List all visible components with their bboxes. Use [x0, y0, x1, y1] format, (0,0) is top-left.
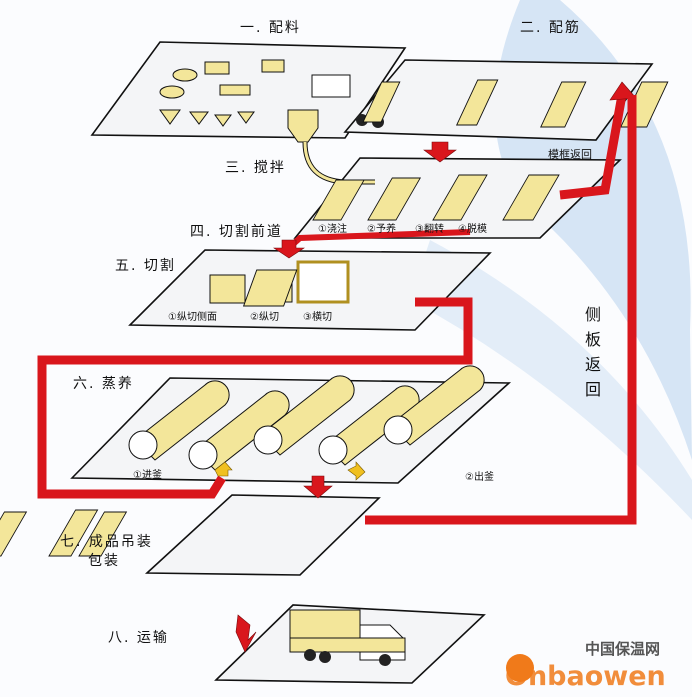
platform-packing — [144, 494, 381, 576]
step-pre-cutting-label: 四. 切割前道 — [190, 223, 283, 240]
svg-text:板: 板 — [585, 330, 603, 349]
arrow-curing-in — [214, 461, 233, 477]
svg-text:返: 返 — [585, 355, 603, 374]
autoclave-door — [318, 435, 348, 465]
sub-pour: ①浇注 — [318, 222, 347, 235]
logo-cn: 中国保温网 — [585, 640, 660, 658]
mold-return-label: 模框返回 — [548, 148, 592, 161]
autoclave-door — [253, 425, 283, 455]
autoclave-door — [128, 430, 158, 460]
step-packing-label: 七. 成品吊装 — [60, 534, 153, 550]
autoclave — [134, 380, 230, 461]
step-batching-label: 一. 配料 — [240, 20, 301, 36]
watermark-logo: 中国保温网 Onbaowen — [505, 640, 666, 692]
autoclave — [259, 375, 355, 456]
truck-icon — [289, 609, 406, 666]
sub-out: ②出釜 — [465, 470, 494, 483]
arrow-curing-out — [347, 461, 366, 481]
side-return-label: 侧 板 返 回 — [585, 305, 603, 399]
cutting-machines — [209, 260, 350, 307]
step-packing-label-2: 包装 — [88, 553, 120, 569]
autoclave — [194, 390, 290, 471]
side-plate-return-conveyor — [365, 95, 637, 525]
svg-text:侧: 侧 — [585, 305, 603, 324]
packed-products — [0, 509, 128, 557]
step-transport-label: 八. 运输 — [108, 630, 169, 646]
arrow-to-cutting — [273, 239, 305, 259]
autoclave — [389, 365, 485, 446]
arrow-to-transport — [235, 614, 257, 653]
sub-precure: ②予养 — [367, 222, 396, 235]
reinforcement-cages — [356, 79, 669, 128]
batching-equipment — [159, 59, 375, 185]
step-cutting-label: 五. 切割 — [115, 257, 176, 274]
step-reinforcement-label: 二. 配筋 — [520, 19, 581, 36]
svg-text:回: 回 — [585, 380, 603, 399]
autoclave-door — [188, 440, 218, 470]
autoclave-door — [383, 415, 413, 445]
arrow-reinforcement-to-casting — [423, 141, 457, 163]
autoclaves — [128, 365, 485, 471]
step-curing-label: 六. 蒸养 — [73, 376, 134, 392]
sub-in: ①进釜 — [133, 468, 162, 481]
mold-return-conveyor — [559, 94, 627, 200]
step-mixing-label: 三. 搅拌 — [225, 160, 286, 176]
sub-cut1: ①纵切侧面 — [168, 310, 217, 323]
background-arc-2 — [410, 240, 692, 520]
cutting-to-curing-conveyor — [37, 297, 473, 499]
sub-cut2: ②纵切 — [250, 311, 279, 323]
casting-molds — [312, 174, 560, 221]
sub-demold: ④脱模 — [458, 222, 487, 235]
arrow-to-packing — [303, 475, 333, 499]
sub-cut3: ③横切 — [303, 310, 332, 323]
logo-en: Onbaowen — [505, 661, 666, 692]
sub-flip: ③翻转 — [415, 222, 444, 235]
